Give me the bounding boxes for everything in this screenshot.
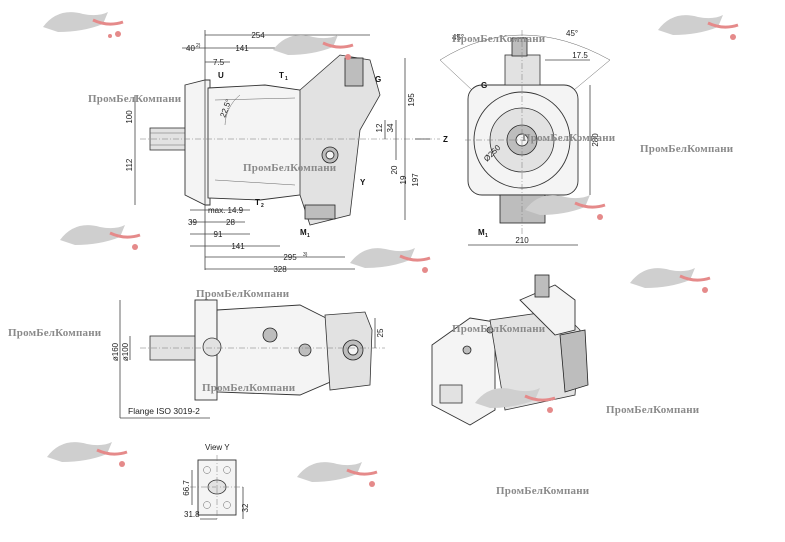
watermark-text: ПромБелКомпани (496, 485, 590, 497)
port-label-t2: T (255, 198, 260, 207)
side-port-m1-block (304, 204, 336, 220)
side-flange (184, 79, 211, 206)
front-dim-17-5: 17.5 (572, 51, 588, 60)
dim-328: 328 (273, 265, 287, 274)
port-label-m1: M (300, 228, 307, 237)
side-view: 254 40 2) 141 7.5 195 100 112 12 34 19 1… (125, 30, 448, 274)
watermark-logo (43, 12, 124, 38)
dim-39: 39 (188, 218, 197, 227)
watermark-logo (658, 15, 739, 40)
watermark-logo (350, 248, 431, 273)
isometric-view (431, 274, 589, 426)
port-label-g: G (375, 75, 381, 84)
dim-141-top: 141 (235, 44, 249, 53)
dim-295: 295 (283, 253, 297, 262)
watermark-logo (273, 35, 354, 60)
front-port-label-g: G (481, 81, 487, 90)
dim-40: 40 (186, 44, 195, 53)
iso-shaft (439, 384, 463, 404)
watermark-text: ПромБелКомпани (196, 288, 290, 300)
dim-12: 12 (375, 123, 384, 132)
front-view: 45° 45° 17.5 210 280 Ø250 G M 1 (439, 29, 611, 246)
top-dim-25: 25 (376, 328, 385, 337)
port-label-m1-sub: 1 (307, 233, 310, 239)
view-y-dim-66-7: 66.7 (182, 480, 191, 496)
watermark-text: ПромБелКомпани (522, 132, 616, 144)
view-y-title: View Y (205, 443, 230, 452)
watermark-logo (47, 442, 128, 467)
dim-max-14-9: max. 14.9 (208, 206, 244, 215)
dim-28: 28 (226, 218, 235, 227)
flange-caption: Flange ISO 3019-2 (128, 406, 200, 416)
watermark-text: ПромБелКомпани (452, 33, 546, 45)
side-valve-block (344, 57, 364, 87)
dim-20: 20 (390, 165, 399, 174)
view-y-dim-31-8: 31.8 (184, 510, 200, 519)
dim-112: 112 (125, 158, 134, 171)
port-label-t2-sub: 2 (261, 203, 264, 209)
watermark-text: ПромБелКомпани (452, 323, 546, 335)
dim-91: 91 (214, 230, 223, 239)
dim-100: 100 (125, 110, 134, 124)
front-port-label-m1: M (478, 228, 485, 237)
top-view: ø160 ø100 25 Flange ISO 3019-2 (111, 299, 385, 419)
front-angle-left: 45° (452, 33, 464, 42)
top-dim-160: ø160 (111, 342, 120, 361)
top-dim-100: ø100 (121, 342, 130, 361)
watermark-text: ПромБелКомпани (88, 93, 182, 105)
watermark-logo (60, 225, 141, 250)
watermark-text: ПромБелКомпани (243, 162, 337, 174)
watermark-text: ПромБелКомпани (606, 404, 700, 416)
side-control-head (299, 54, 381, 226)
watermark-logo (630, 268, 711, 293)
watermark-text: ПромБелКомпани (202, 382, 296, 394)
front-dim-280: 280 (591, 133, 600, 147)
dim-34: 34 (386, 123, 395, 132)
front-control-block (504, 54, 541, 86)
front-angle-right: 45° (566, 29, 578, 38)
view-y: View Y 66.7 31.8 32 (182, 443, 250, 520)
watermark-logo (475, 388, 556, 413)
watermark-logo (297, 462, 378, 487)
watermark-text: ПромБелКомпани (640, 143, 734, 155)
view-y-dim-32: 32 (241, 503, 250, 512)
port-label-t1-sub: 1 (285, 76, 288, 82)
dim-40-note: 2) (196, 43, 201, 49)
dim-141-bottom: 141 (231, 242, 245, 251)
front-port-label-m1-sub: 1 (485, 233, 488, 239)
dim-254: 254 (251, 31, 265, 40)
dim-19: 19 (399, 175, 408, 184)
dim-197: 197 (411, 173, 420, 187)
port-label-y: Y (360, 178, 366, 187)
top-shaft (149, 335, 201, 361)
top-flange-bolt (202, 337, 222, 357)
dim-195: 195 (407, 93, 416, 107)
port-label-z: Z (443, 135, 448, 144)
watermark-logo (525, 195, 606, 220)
iso-valve (534, 274, 550, 298)
dim-295-note: 3) (303, 252, 308, 258)
front-dim-210: 210 (515, 236, 529, 245)
watermark-text: ПромБелКомпани (8, 327, 102, 339)
dim-7-5: 7.5 (213, 58, 225, 67)
port-label-u: U (218, 71, 224, 80)
iso-control-block (559, 329, 589, 393)
port-label-t1: T (279, 71, 284, 80)
